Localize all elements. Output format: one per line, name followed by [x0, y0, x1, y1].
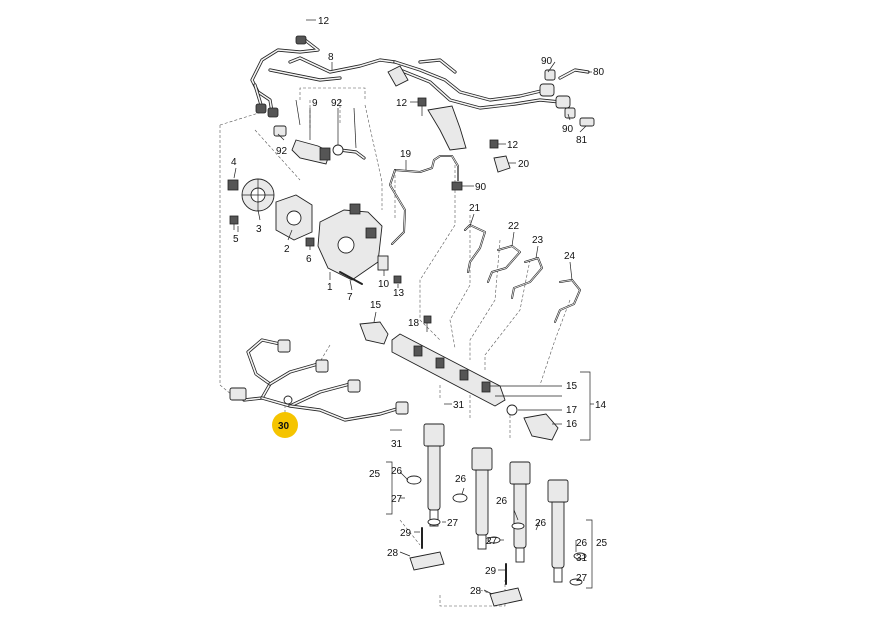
callout-19: 19: [400, 149, 412, 160]
callout-12: 12: [507, 140, 519, 151]
callout-17: 17: [566, 405, 578, 416]
callout-92: 92: [331, 98, 343, 109]
callout-26: 26: [455, 474, 467, 485]
callout-6: 6: [306, 254, 312, 265]
callout-27: 27: [447, 518, 459, 529]
injectors: [406, 423, 587, 607]
callout-31: 31: [391, 439, 403, 450]
callout-30: 30: [278, 421, 290, 432]
callout-90: 90: [541, 56, 553, 67]
callout-27: 27: [391, 494, 403, 505]
high-pressure-pipes: [389, 155, 581, 323]
callout-1: 1: [327, 282, 333, 293]
callout-22: 22: [508, 221, 520, 232]
return-hose-30: [229, 338, 409, 422]
callout-26: 26: [496, 496, 508, 507]
callout-26: 26: [576, 538, 588, 549]
callout-23: 23: [532, 235, 544, 246]
callout-15: 15: [370, 300, 382, 311]
callout-27: 27: [576, 573, 588, 584]
highlight-badge: [272, 412, 298, 438]
callout-10: 10: [378, 279, 390, 290]
callout-15: 15: [566, 381, 578, 392]
callout-20: 20: [518, 159, 530, 170]
callout-80: 80: [593, 67, 605, 78]
callout-labels: 12 8 9 92 92 90 80 12 90 81 12 20 19 90 …: [231, 16, 608, 597]
callout-28: 28: [387, 548, 399, 559]
callout-25: 25: [369, 469, 381, 480]
callout-29: 29: [400, 528, 412, 539]
callout-14: 14: [595, 400, 607, 411]
high-pressure-pump: [227, 178, 402, 285]
fuel-return-line-harness: [250, 35, 595, 151]
callout-12: 12: [318, 16, 330, 27]
callout-29: 29: [485, 566, 497, 577]
callout-18: 18: [408, 318, 420, 329]
assembly-guide-lines: [219, 87, 571, 607]
callout-4: 4: [231, 157, 237, 168]
callout-26: 26: [391, 466, 403, 477]
callout-90: 90: [475, 182, 487, 193]
callout-8: 8: [328, 52, 334, 63]
callout-24: 24: [564, 251, 576, 262]
callout-31: 31: [453, 400, 465, 411]
pressure-valve-group: [273, 125, 366, 165]
callout-2: 2: [284, 244, 290, 255]
callout-90: 90: [562, 124, 574, 135]
callout-28: 28: [470, 586, 482, 597]
callout-3: 3: [256, 224, 262, 235]
callout-31: 31: [576, 553, 588, 564]
callout-7: 7: [347, 292, 353, 303]
callout-21: 21: [469, 203, 481, 214]
callout-5: 5: [233, 234, 239, 245]
callout-13: 13: [393, 288, 405, 299]
callout-27: 27: [486, 536, 498, 547]
callout-92: 92: [276, 146, 288, 157]
callout-9: 9: [312, 98, 318, 109]
callout-leaders: [233, 19, 594, 595]
callout-16: 16: [566, 419, 578, 430]
callout-81: 81: [576, 135, 588, 146]
callout-25: 25: [596, 538, 608, 549]
part-20-clip: [493, 155, 511, 173]
fuel-rail: [359, 315, 559, 441]
callout-26: 26: [535, 518, 547, 529]
callout-12: 12: [396, 98, 408, 109]
